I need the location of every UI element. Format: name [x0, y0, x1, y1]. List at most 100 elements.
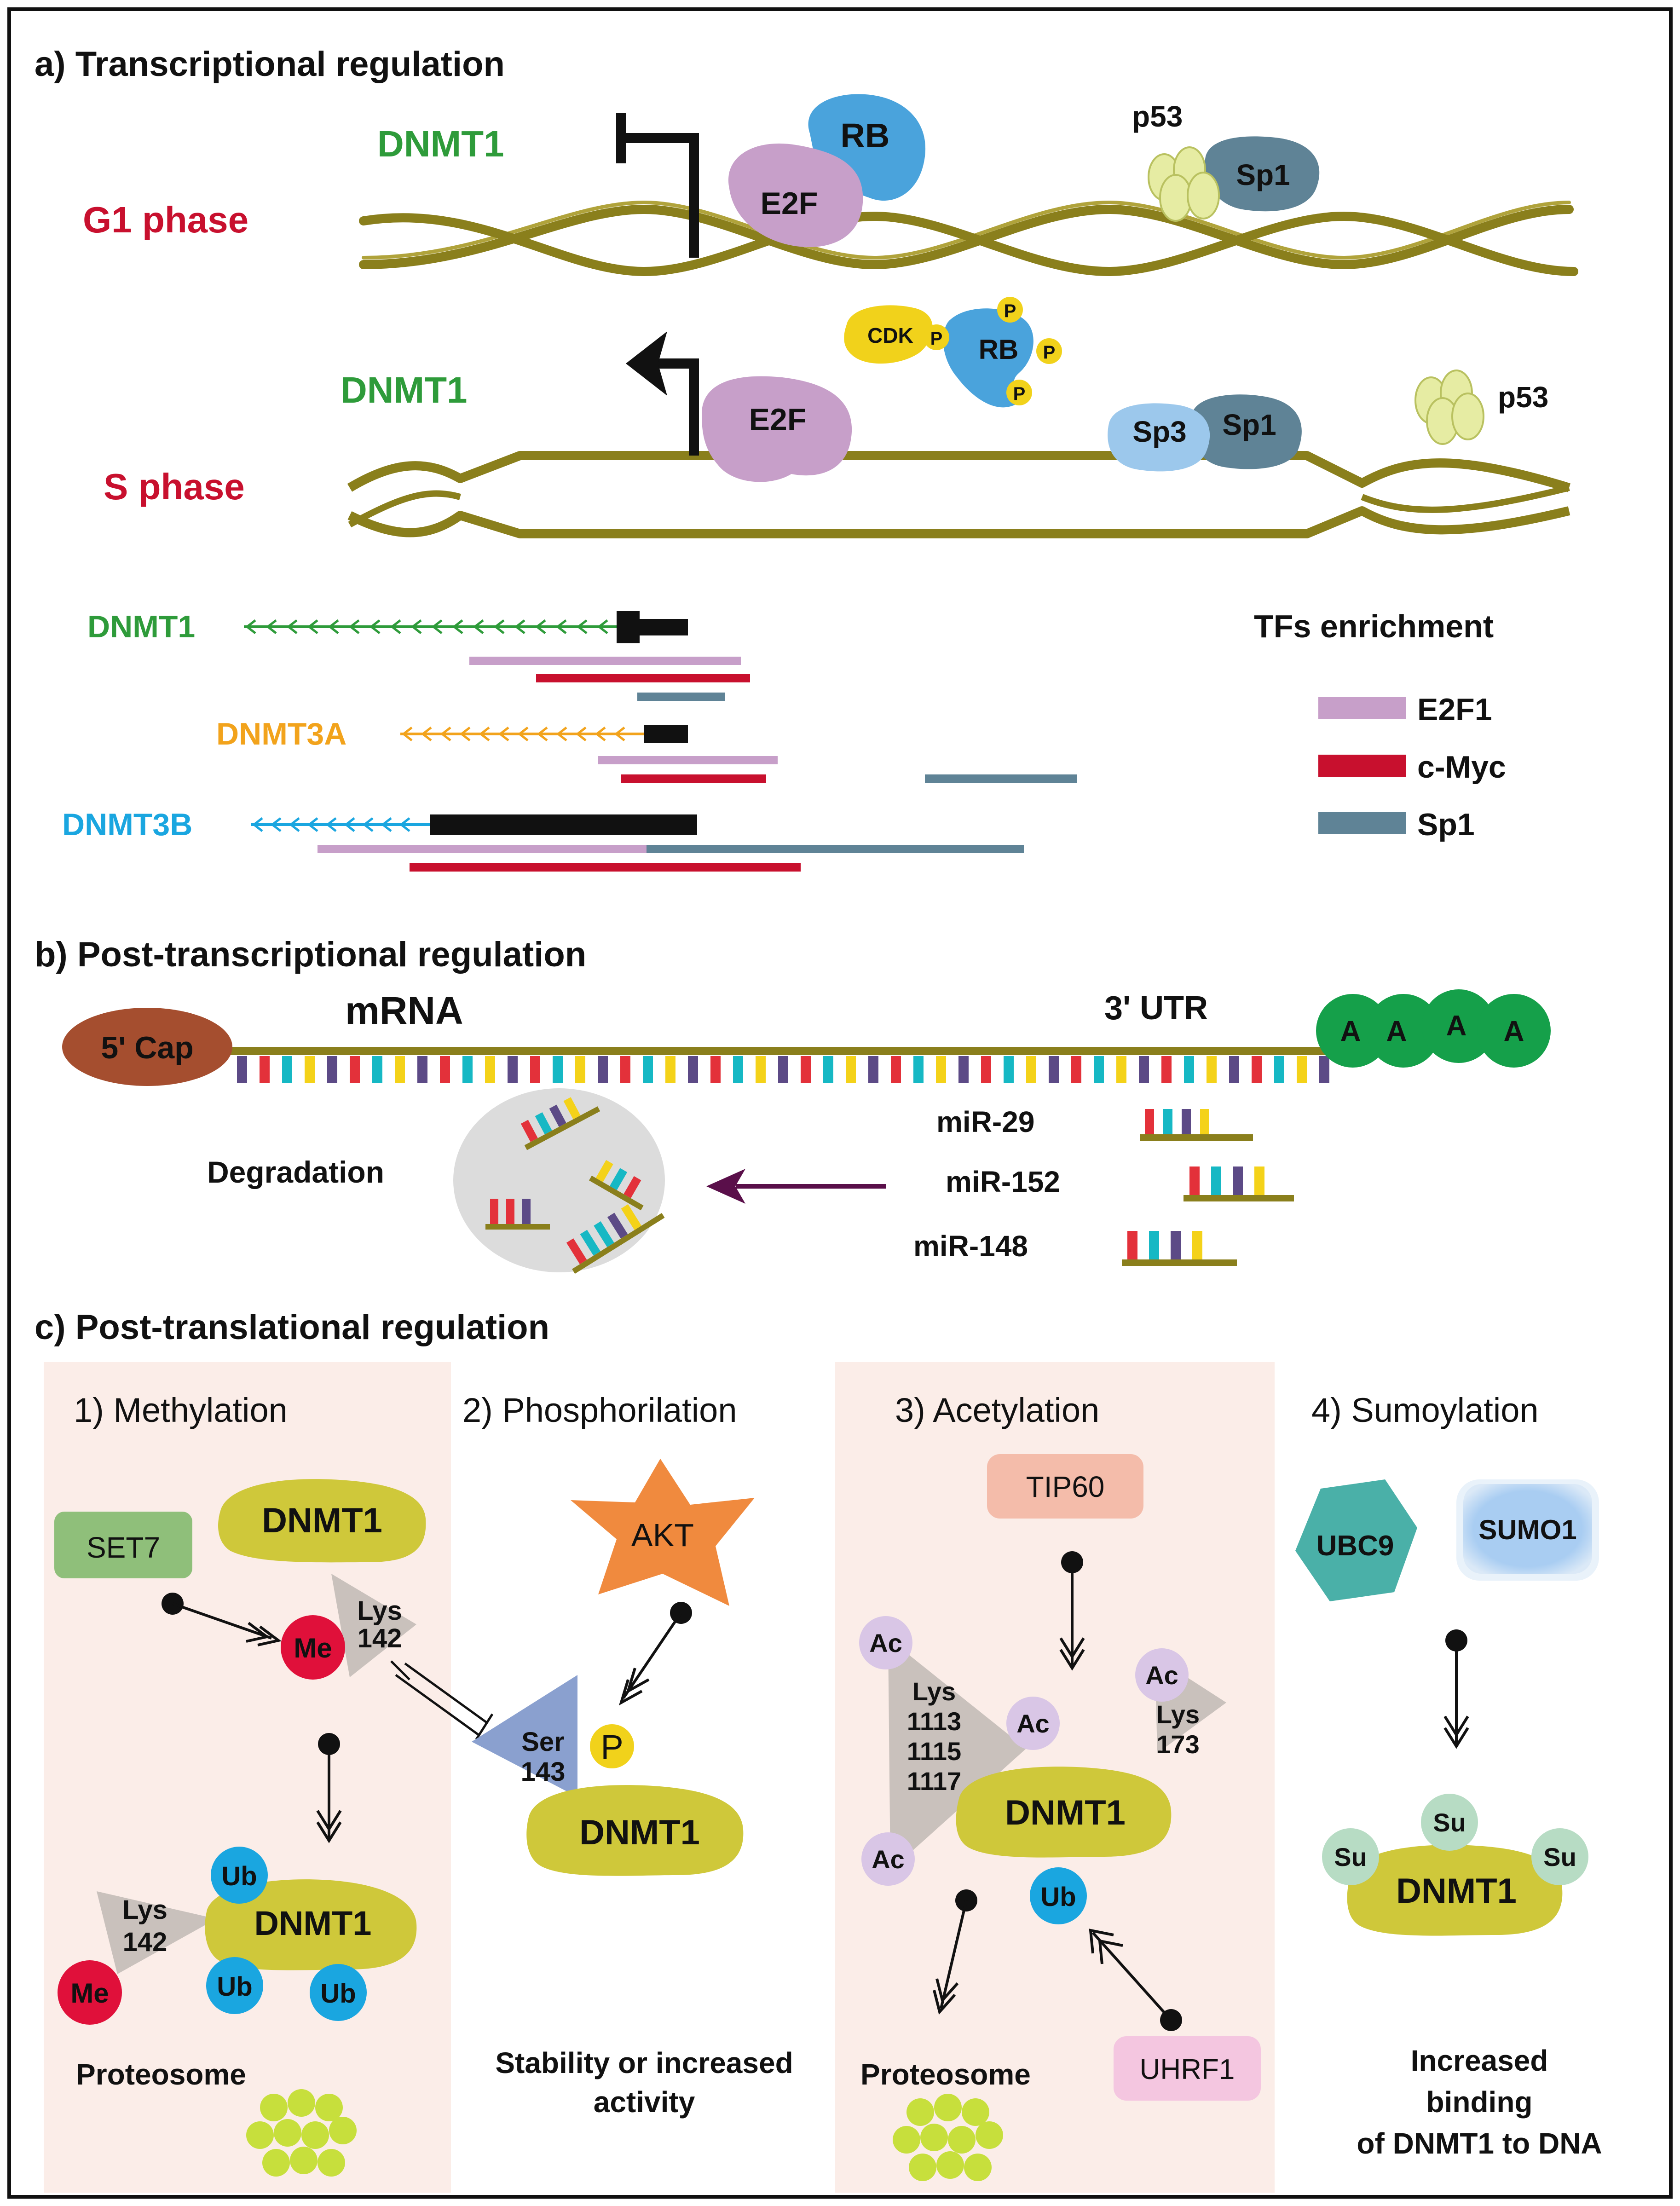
su-circle-top — [1421, 1794, 1478, 1851]
degradation-arrow — [706, 1169, 886, 1204]
ser143-triangle — [472, 1675, 577, 1797]
ac-circle-3 — [861, 1832, 915, 1886]
panel-c: c) Post-translational regulation 1) Meth… — [35, 1308, 1602, 2193]
e2f-label: E2F — [761, 186, 818, 221]
dnmt1-protein-bottom — [205, 1879, 417, 1970]
mrna-base-tick — [756, 1056, 766, 1083]
polya-tail: A A A A — [1316, 989, 1551, 1068]
mrna-base-tick — [1252, 1056, 1262, 1083]
mrna-base-tick — [981, 1056, 991, 1083]
mirna-label-148: miR-148 — [913, 1230, 1028, 1263]
rb-label: RB — [841, 116, 890, 155]
panel-a: a) Transcriptional regulation DNMT1 G1 p… — [35, 45, 1578, 872]
mrna-base-tick — [1319, 1056, 1329, 1083]
mrna-strand — [230, 1047, 1330, 1083]
e2f1-bar-dnmt3b — [318, 845, 647, 853]
mrna-base-tick — [462, 1056, 473, 1083]
mrna-base-tick — [801, 1056, 811, 1083]
utr-label: 3' UTR — [1104, 990, 1208, 1027]
lys1117: 1117 — [907, 1767, 961, 1796]
mirna-list: miR-29 miR-152 miR-148 — [913, 1105, 1294, 1266]
dnmt1-to-proteosome-arrow — [933, 1889, 977, 2015]
svg-text:Su: Su — [1334, 1842, 1367, 1871]
mrna-base-tick — [665, 1056, 675, 1083]
mrna-base-tick — [305, 1056, 315, 1083]
dnmt1-label-bottom: DNMT1 — [254, 1904, 372, 1942]
mrna-base-tick — [327, 1056, 337, 1083]
su-circle-left — [1322, 1828, 1379, 1885]
e2f1-bar-dnmt1 — [469, 657, 741, 665]
five-prime-cap: 5' Cap — [62, 1008, 232, 1086]
figure-border — [7, 7, 1673, 2199]
sp3-label: Sp3 — [1132, 415, 1186, 448]
mrna-base-tick — [891, 1056, 901, 1083]
mrna-base-tick — [417, 1056, 427, 1083]
svg-text:P: P — [1013, 384, 1026, 404]
uhrf1-to-ub-arrow — [1089, 1929, 1182, 2031]
section-title-methylation: 1) Methylation — [74, 1391, 288, 1429]
lys142-triangle-top — [331, 1574, 416, 1677]
mirna-label-152: miR-152 — [946, 1165, 1060, 1198]
svg-text:Ac: Ac — [1145, 1661, 1178, 1690]
ubc9-hexagon — [1295, 1479, 1417, 1601]
proteosome-label-methylation: Proteosome — [76, 2058, 246, 2091]
p53-label-g1: p53 — [1132, 100, 1183, 133]
proteosome-icon-acetylation — [893, 2094, 1003, 2181]
mrna-base-tick — [485, 1056, 495, 1083]
mrna-base-tick — [237, 1056, 247, 1083]
sumo-to-dnmt1-arrow — [1443, 1629, 1469, 1749]
legend-swatch-sp1 — [1318, 812, 1406, 834]
ubc9-label: UBC9 — [1316, 1530, 1394, 1562]
mrna-label: mRNA — [345, 989, 463, 1032]
gene-track-dnmt3a: DNMT3A — [216, 716, 1077, 783]
akt-label: AKT — [631, 1517, 694, 1553]
mrna-base-tick — [1139, 1056, 1149, 1083]
proteosome-label-acetylation: Proteosome — [860, 2058, 1031, 2091]
gene-label-g1: DNMT1 — [377, 123, 504, 164]
legend-label-cmyc: c-Myc — [1417, 750, 1506, 785]
section-title-sumoylation: 4) Sumoylation — [1311, 1391, 1539, 1429]
sp1-label-g1: Sp1 — [1236, 158, 1290, 191]
sp1-label-s: Sp1 — [1222, 408, 1276, 441]
section-title-phosphorylation: 2) Phosphorilation — [462, 1391, 737, 1429]
mrna-base-tick — [1229, 1056, 1239, 1083]
lys-label-acet: Lys — [912, 1677, 956, 1706]
mrna-base-tick — [620, 1056, 630, 1083]
lys-label-bottom: Lys — [122, 1895, 167, 1925]
mrna-base-tick — [282, 1056, 292, 1083]
svg-text:A: A — [1340, 1016, 1361, 1047]
ub-circle-2 — [206, 1957, 263, 2014]
e2f-shape — [728, 143, 863, 248]
mrna-base-tick — [440, 1056, 450, 1083]
gene-track-label-dnmt3a: DNMT3A — [216, 716, 346, 751]
g1-phase-label: G1 phase — [83, 199, 248, 240]
e2f-s-phase: E2F — [702, 376, 852, 482]
dnmt1-protein-top — [218, 1479, 426, 1563]
mrna-base-tick — [1094, 1056, 1104, 1083]
legend-swatch-cmyc — [1318, 755, 1406, 777]
ub-circle-3 — [310, 1964, 367, 2021]
methylation-pathway: SET7 DNMT1 Lys 142 Me Lys 142 — [54, 1479, 426, 2177]
binding-label-line3: of DNMT1 to DNA — [1357, 2127, 1602, 2160]
svg-text:Ac: Ac — [1016, 1709, 1050, 1738]
mrna-base-tick — [1161, 1056, 1172, 1083]
cmyc-bar-dnmt1 — [536, 674, 750, 682]
ac-circle-4 — [1135, 1648, 1189, 1702]
ub-circle-1 — [211, 1847, 268, 1904]
degradation-label: Degradation — [207, 1155, 384, 1189]
mrna-base-tick — [846, 1056, 856, 1083]
dna-replication-bubble — [347, 451, 1570, 538]
degraded-rna-icon — [453, 1088, 665, 1274]
dnmt1-label-phospho: DNMT1 — [579, 1813, 700, 1852]
phosphorylation-pathway: AKT Ser 143 P DNMT1 Stability or increas… — [472, 1459, 793, 2119]
svg-text:Su: Su — [1433, 1808, 1466, 1837]
intron-chevrons-dnmt3b — [252, 817, 410, 832]
mrna-base-tick — [778, 1056, 788, 1083]
akt-star — [571, 1459, 755, 1606]
uhrf1-label: UHRF1 — [1140, 2054, 1235, 2085]
proteosome-icon-methylation — [246, 2089, 357, 2177]
mrna-base-tick — [733, 1056, 743, 1083]
uhrf1-box — [1114, 2036, 1261, 2101]
mrna-base-tick — [1207, 1056, 1217, 1083]
